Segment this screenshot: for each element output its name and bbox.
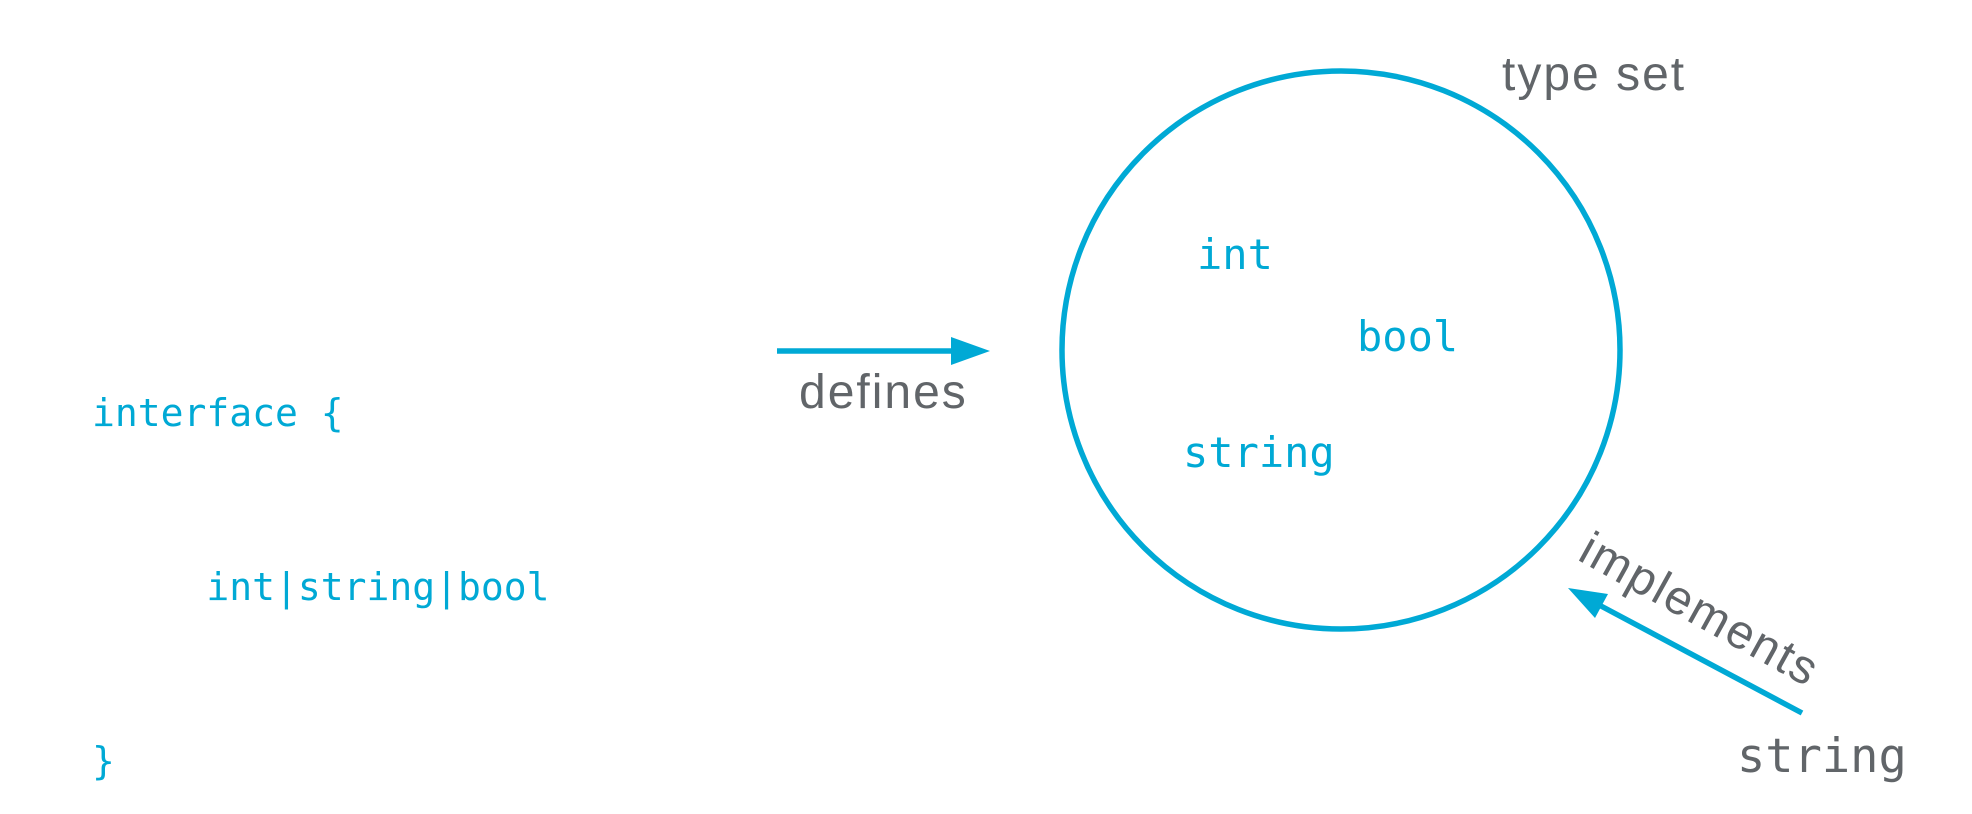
interface-code-line-3: } [92, 739, 115, 783]
interface-code-line-1: interface { [92, 391, 344, 435]
type-set-member-bool: bool [1357, 312, 1459, 361]
implements-arrow-shaft [1599, 603, 1804, 716]
implementing-type-label: string [1737, 729, 1907, 784]
defines-label: defines [799, 366, 968, 419]
defines-arrow [777, 337, 990, 365]
interface-code: interface { int|string|bool } [92, 268, 550, 814]
type-set-member-string: string [1183, 428, 1335, 477]
interface-code-line-2: int|string|bool [92, 565, 550, 609]
type-set-label: type set [1502, 48, 1687, 101]
type-set-circle [1059, 68, 1623, 632]
defines-arrowhead-icon [951, 337, 990, 365]
implements-arrowhead-icon [1568, 588, 1608, 618]
implements-arrow [1568, 588, 1804, 716]
type-set-member-int: int [1197, 230, 1273, 279]
